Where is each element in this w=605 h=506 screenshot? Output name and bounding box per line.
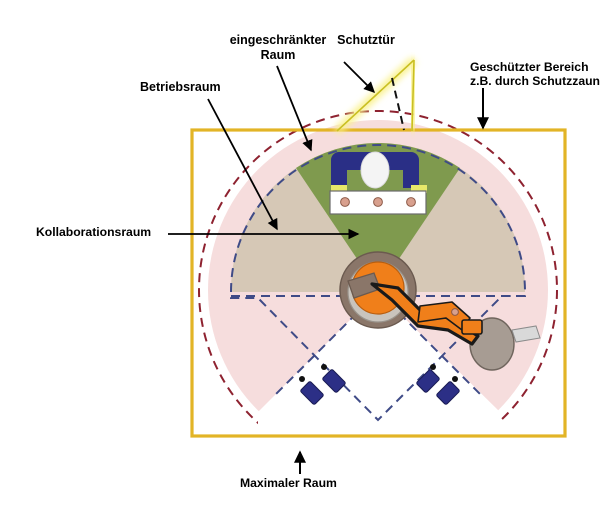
table-part-2 [373, 197, 383, 207]
robot-held-part [451, 308, 459, 316]
scanner-mount [430, 364, 436, 370]
robot-end-effector [461, 319, 483, 335]
worker [331, 151, 427, 193]
zone-restricted-boundary [230, 144, 526, 422]
label-maximum-space: Maximaler Raum [240, 476, 337, 490]
scanner-mount [299, 376, 305, 382]
label-safety-door: Schutztür [337, 33, 395, 47]
safety-scanner [436, 381, 460, 405]
label-restricted-space: eingeschränkter Raum [229, 33, 327, 62]
worker-hand-right [411, 185, 427, 193]
table-part-1 [340, 197, 350, 207]
scanner-mount [321, 364, 327, 370]
worker-head [360, 151, 390, 189]
label-collaboration-space: Kollaborationsraum [36, 225, 152, 239]
safety-door-swing-arc [391, 77, 405, 131]
worker-hand-left [331, 185, 347, 193]
safety-scanner [322, 369, 346, 393]
label-protected-area: Geschützter Bereich z.B. durch Schutzzau… [470, 60, 601, 89]
safety-scanner [300, 381, 324, 405]
robot-base [339, 251, 417, 329]
zone-restricted-wedge-right [377, 291, 485, 399]
worktable [329, 190, 427, 215]
table-part-3 [406, 197, 416, 207]
zone-protected-area-fence [190, 128, 567, 438]
zone-maximum-space [198, 110, 558, 470]
safety-scanner [416, 369, 440, 393]
leader-schutztuer [343, 61, 376, 94]
scanner-mount [452, 376, 458, 382]
safety-door-leaf [336, 59, 415, 132]
safety-scanner-group [299, 364, 460, 405]
leader-eingeschraenkter-raum [276, 65, 313, 152]
robot-arm-link [370, 282, 480, 346]
robot-arm [370, 282, 483, 346]
zone-open-wedge [258, 292, 500, 470]
leader-betriebsraum [207, 98, 278, 231]
label-operating-space: Betriebsraum [140, 80, 221, 94]
machine-chute [511, 325, 541, 343]
zone-restricted-wedge-left [271, 291, 379, 399]
safety-door[interactable] [334, 57, 418, 134]
safety-door-frame [411, 59, 415, 132]
